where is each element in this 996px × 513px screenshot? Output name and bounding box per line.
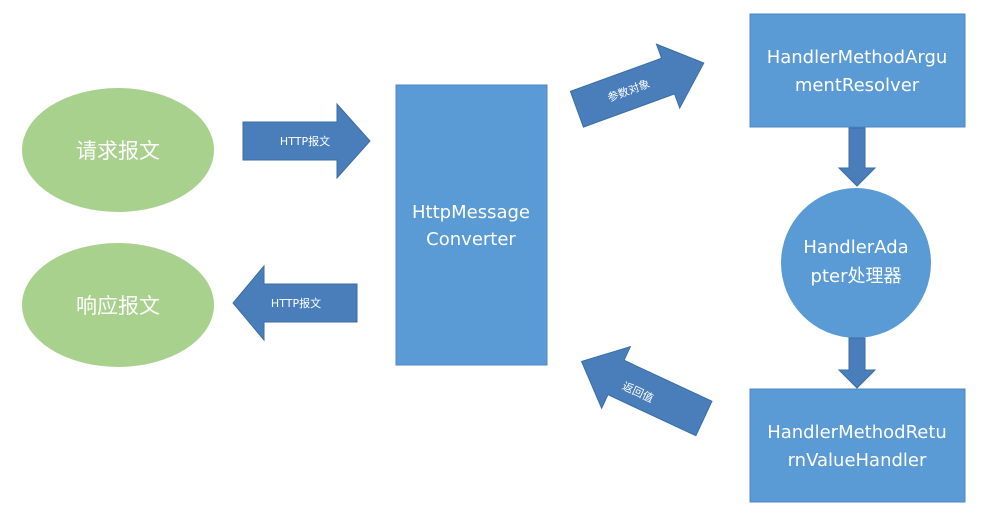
adapter-to-return-arrow: [837, 337, 877, 389]
param-object-arrow: [569, 43, 705, 128]
http-out-label: HTTP报文: [271, 296, 321, 310]
http-in-label: HTTP报文: [280, 134, 330, 148]
return-handler-label-line2: rnValueHandler: [788, 450, 927, 471]
converter-label-line1: HttpMessage: [412, 202, 530, 223]
resolver-to-adapter-arrow: [837, 127, 877, 187]
adapter-label-line2: pter处理器: [811, 266, 902, 287]
return-handler-label-line1: HandlerMethodRetu: [767, 422, 947, 443]
response-label: 响应报文: [76, 294, 160, 318]
http-out-arrow: [232, 264, 358, 342]
argument-resolver-box: [749, 13, 966, 128]
request-label: 请求报文: [76, 139, 160, 163]
converter-label-line2: Converter: [426, 229, 516, 250]
return-handler-box: [749, 388, 966, 503]
argument-resolver-label-line1: HandlerMethodArgu: [767, 47, 948, 68]
adapter-label-line1: HandlerAda: [803, 237, 908, 258]
return-value-arrow: [580, 345, 713, 437]
request-ellipse: [22, 88, 214, 212]
argument-resolver-label-line2: mentResolver: [795, 75, 920, 96]
adapter-circle: [781, 188, 931, 338]
response-ellipse: [22, 243, 214, 367]
converter-box: [395, 84, 548, 366]
http-in-arrow: [242, 102, 371, 180]
